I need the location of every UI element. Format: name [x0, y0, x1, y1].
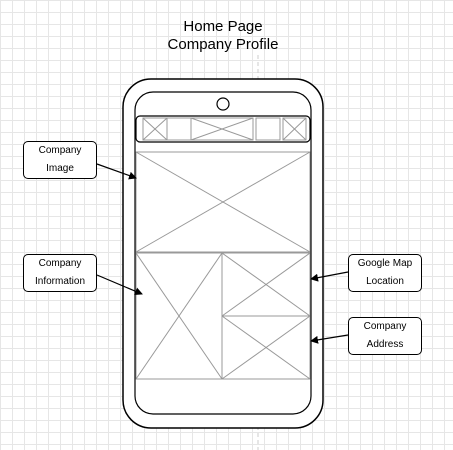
callout-company-image: Company Image	[23, 141, 97, 179]
nav-placeholder-1	[142, 117, 168, 141]
arrow-company-image	[96, 163, 137, 180]
nav-placeholder-5	[282, 117, 307, 141]
nav-placeholder-3	[190, 117, 254, 141]
camera-icon	[216, 97, 230, 111]
callout-label-line1: Company	[363, 321, 407, 332]
page-title-line2: Company Profile	[167, 36, 279, 53]
arrow-company-information	[96, 274, 143, 295]
callout-label-line2: Image	[46, 163, 74, 174]
nav-placeholder-4	[255, 117, 281, 141]
callout-google-map-location: Google Map Location	[348, 254, 422, 292]
company-image-placeholder	[135, 151, 311, 253]
company-address-placeholder	[221, 315, 311, 380]
arrow-google-map-location	[310, 271, 349, 282]
callout-company-address: Company Address	[348, 317, 422, 355]
callout-label-line2: Location	[366, 276, 404, 287]
page-title-line1: Home Page	[183, 18, 263, 35]
arrow-company-address	[310, 334, 349, 344]
callout-company-information: Company Information	[23, 254, 97, 292]
callout-label-line1: Company	[38, 258, 82, 269]
callout-label-line2: Information	[34, 276, 86, 287]
callout-label-line1: Company	[38, 145, 82, 156]
nav-bar	[135, 115, 311, 143]
callout-label-line2: Address	[366, 339, 404, 350]
callout-label-line1: Google Map	[357, 258, 413, 269]
